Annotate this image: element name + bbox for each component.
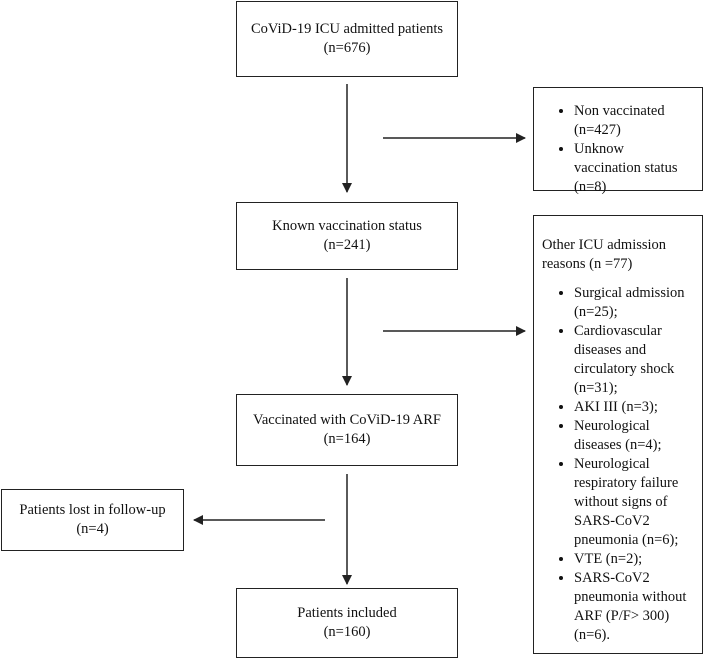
vaccinated-arf-label: Vaccinated with CoViD-19 ARF bbox=[252, 412, 441, 428]
known-vaccination-label: Known vaccination status bbox=[272, 218, 422, 234]
excluded-vaccination-list: Non vaccinated (n=427) Unknow vaccinatio… bbox=[542, 102, 694, 197]
list-item: Neurological respiratory failure without… bbox=[574, 455, 694, 550]
patients-included-count: (n=160) bbox=[323, 624, 371, 640]
list-item: Non vaccinated (n=427) bbox=[574, 102, 694, 140]
patients-included-label: Patients included bbox=[297, 605, 397, 621]
excluded-vaccination-box: Non vaccinated (n=427) Unknow vaccinatio… bbox=[533, 87, 703, 195]
vaccinated-arf-count: (n=164) bbox=[323, 431, 371, 447]
known-vaccination-box: Known vaccination status (n=241) bbox=[236, 202, 458, 270]
list-item: SARS-CoV2 pneumonia without ARF (P/F> 30… bbox=[574, 569, 694, 645]
other-admission-reasons-list: Surgical admission (n=25); Cardiovascula… bbox=[542, 284, 694, 645]
admitted-patients-count: (n=676) bbox=[323, 40, 371, 56]
list-item: VTE (n=2); bbox=[574, 550, 694, 569]
other-admission-reasons-box: Other ICU admission reasons (n =77) Surg… bbox=[533, 215, 703, 654]
list-item: Neurological diseases (n=4); bbox=[574, 417, 694, 455]
known-vaccination-count: (n=241) bbox=[323, 237, 371, 253]
other-admission-reasons-heading: Other ICU admission reasons (n =77) bbox=[542, 237, 667, 272]
list-item: Cardiovascular diseases and circulatory … bbox=[574, 322, 694, 398]
vaccinated-arf-box: Vaccinated with CoViD-19 ARF (n=164) bbox=[236, 394, 458, 466]
admitted-patients-box: CoViD-19 ICU admitted patients (n=676) bbox=[236, 1, 458, 77]
list-item: AKI III (n=3); bbox=[574, 398, 694, 417]
lost-follow-up-count: (n=4) bbox=[76, 521, 109, 537]
list-item: Unknow vaccination status (n=8) bbox=[574, 140, 694, 197]
lost-follow-up-box: Patients lost in follow-up (n=4) bbox=[1, 489, 184, 551]
admitted-patients-label: CoViD-19 ICU admitted patients bbox=[250, 21, 444, 37]
patients-included-box: Patients included (n=160) bbox=[236, 588, 458, 658]
lost-follow-up-label: Patients lost in follow-up bbox=[19, 502, 166, 518]
list-item: Surgical admission (n=25); bbox=[574, 284, 694, 322]
